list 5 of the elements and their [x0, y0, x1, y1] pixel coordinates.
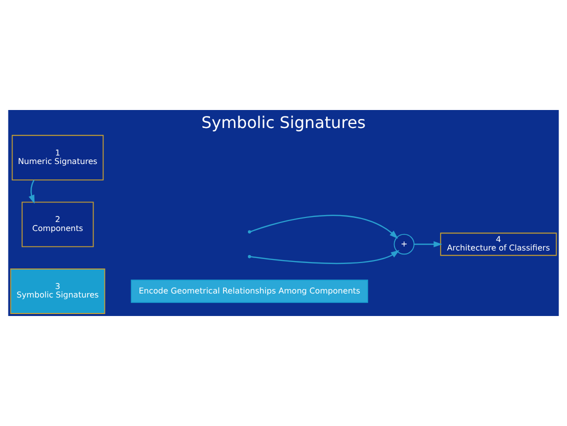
arrow: [250, 214, 398, 239]
diagram-title: Symbolic Signatures: [201, 112, 366, 132]
arrow: [28, 180, 35, 204]
arrow: [414, 241, 442, 248]
arrow: [250, 250, 400, 264]
